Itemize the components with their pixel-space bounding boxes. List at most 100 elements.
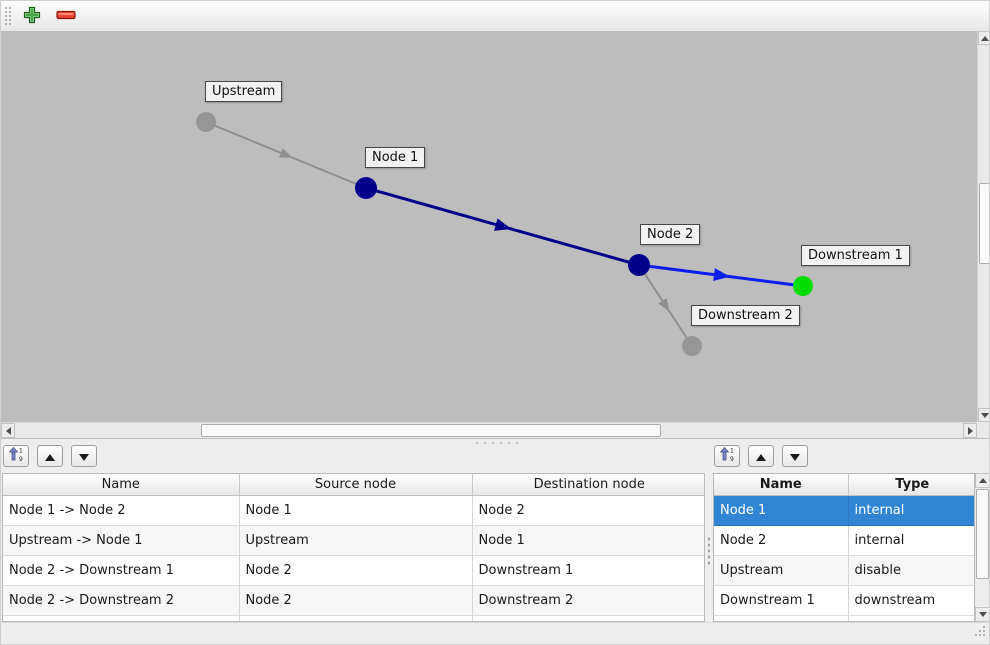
up-arrow-icon [978, 478, 987, 483]
down-arrow-icon [978, 612, 987, 617]
resize-grip-icon[interactable] [972, 625, 986, 641]
edges-table: Name Source node Destination node Node 1… [2, 473, 705, 622]
cell-name: Upstream -> Node 1 [3, 525, 240, 556]
cell-type: disable [848, 555, 974, 586]
status-bar [1, 622, 989, 644]
up-arrow-icon [980, 35, 989, 41]
down-arrow-icon [980, 412, 989, 418]
main-toolbar [1, 1, 989, 32]
column-header-type[interactable]: Type [848, 474, 974, 496]
graph-node-node-2[interactable] [628, 254, 650, 276]
cell-name: Node 1 -> Node 2 [3, 495, 240, 526]
cell-destination: Downstream 1 [472, 555, 704, 586]
cell-name: Node 1 [714, 495, 849, 526]
edges-move-down-button[interactable] [71, 445, 97, 467]
graph-node-downstream-1[interactable] [793, 276, 813, 296]
edges-sort-button[interactable]: 1 9 [3, 445, 29, 467]
graph-node-node-1[interactable] [355, 177, 377, 199]
node-label-upstream[interactable]: Upstream [205, 81, 283, 102]
splitter-grip-icon [473, 441, 519, 445]
minus-icon [56, 6, 76, 27]
toolbar-drag-handle[interactable] [4, 5, 12, 27]
column-header-name[interactable]: Name [3, 474, 240, 496]
sort-ascending-icon: 1 9 [8, 446, 24, 465]
table-row[interactable]: Upstream disable [714, 555, 974, 586]
edge-arrow-icon [658, 298, 670, 312]
edge-arrow-icon [279, 148, 293, 158]
remove-button[interactable] [52, 3, 80, 29]
table-row[interactable]: Node 1 -> Node 2 Node 1 Node 2 [3, 495, 704, 526]
nodes-table: Name Type Node 1 internal Node 2 interna… [713, 473, 975, 622]
vertical-scroll-thumb[interactable] [976, 489, 989, 579]
cell-destination: Node 1 [472, 525, 704, 556]
svg-text:9: 9 [730, 456, 734, 462]
node-label-downstream-2[interactable]: Downstream 2 [691, 305, 800, 326]
edge-arrow-icon [493, 218, 512, 231]
cell-source: Node 2 [239, 585, 473, 616]
scroll-down-button[interactable] [978, 408, 989, 422]
move-up-icon [45, 449, 55, 464]
column-header-destination-node[interactable]: Destination node [472, 474, 704, 496]
empty-row [3, 615, 704, 621]
column-header-name[interactable]: Name [714, 474, 849, 496]
splitter-grip-icon [707, 536, 711, 566]
vertical-splitter[interactable] [705, 446, 712, 622]
cell-source: Node 1 [239, 495, 473, 526]
table-row[interactable]: Node 2 internal [714, 525, 974, 556]
cell-name: Downstream 1 [714, 585, 849, 616]
canvas-horizontal-scrollbar[interactable] [1, 422, 977, 438]
node-label-node-2[interactable]: Node 2 [640, 224, 701, 245]
scroll-right-button[interactable] [963, 423, 977, 438]
sort-ascending-icon: 1 9 [719, 446, 735, 465]
nodes-table-scrollbar[interactable] [975, 473, 989, 622]
node-label-node-1[interactable]: Node 1 [365, 147, 426, 168]
nodes-move-down-button[interactable] [782, 445, 808, 467]
svg-text:1: 1 [730, 448, 734, 455]
table-row-selected[interactable]: Node 1 internal [714, 495, 974, 526]
add-button[interactable] [18, 3, 46, 29]
horizontal-splitter[interactable] [1, 438, 989, 446]
edge-arrow-icon [713, 268, 730, 282]
cell-name: Node 2 [714, 525, 849, 556]
cell-name: Upstream [714, 555, 849, 586]
move-up-icon [756, 449, 766, 464]
scroll-left-button[interactable] [1, 423, 15, 438]
table-row[interactable]: Node 2 -> Downstream 2 Node 2 Downstream… [3, 585, 704, 616]
cell-name: Node 2 -> Downstream 2 [3, 585, 240, 616]
cell-destination: Downstream 2 [472, 585, 704, 616]
cell-type: downstream [848, 585, 974, 616]
empty-row [714, 615, 974, 621]
column-header-source-node[interactable]: Source node [239, 474, 473, 496]
svg-text:9: 9 [19, 456, 23, 462]
move-down-icon [79, 449, 89, 464]
horizontal-scroll-thumb[interactable] [201, 424, 661, 437]
table-row[interactable]: Node 2 -> Downstream 1 Node 2 Downstream… [3, 555, 704, 586]
cell-source: Upstream [239, 525, 473, 556]
cell-name: Node 2 -> Downstream 1 [3, 555, 240, 586]
table-row[interactable]: Downstream 1 downstream [714, 585, 974, 616]
node-label-downstream-1[interactable]: Downstream 1 [801, 245, 910, 266]
right-arrow-icon [967, 426, 973, 435]
scroll-up-button[interactable] [978, 31, 989, 45]
edges-table-header-row: Name Source node Destination node [3, 474, 704, 496]
nodes-sort-button[interactable]: 1 9 [714, 445, 740, 467]
move-down-icon [790, 449, 800, 464]
canvas-vertical-scrollbar[interactable] [977, 31, 989, 422]
cell-destination: Node 2 [472, 495, 704, 526]
table-row[interactable]: Upstream -> Node 1 Upstream Node 1 [3, 525, 704, 556]
nodes-move-up-button[interactable] [748, 445, 774, 467]
nodes-table-header-row: Name Type [714, 474, 974, 496]
cell-type: internal [848, 495, 974, 526]
svg-text:1: 1 [19, 448, 23, 455]
vertical-scroll-thumb[interactable] [979, 183, 989, 264]
scroll-down-button[interactable] [975, 607, 989, 622]
scrollbar-corner [977, 422, 989, 438]
cell-source: Node 2 [239, 555, 473, 586]
graph-node-downstream-2[interactable] [682, 336, 702, 356]
scroll-up-button[interactable] [975, 473, 989, 488]
graph-node-upstream[interactable] [196, 112, 216, 132]
cell-type: internal [848, 525, 974, 556]
edges-move-up-button[interactable] [37, 445, 63, 467]
